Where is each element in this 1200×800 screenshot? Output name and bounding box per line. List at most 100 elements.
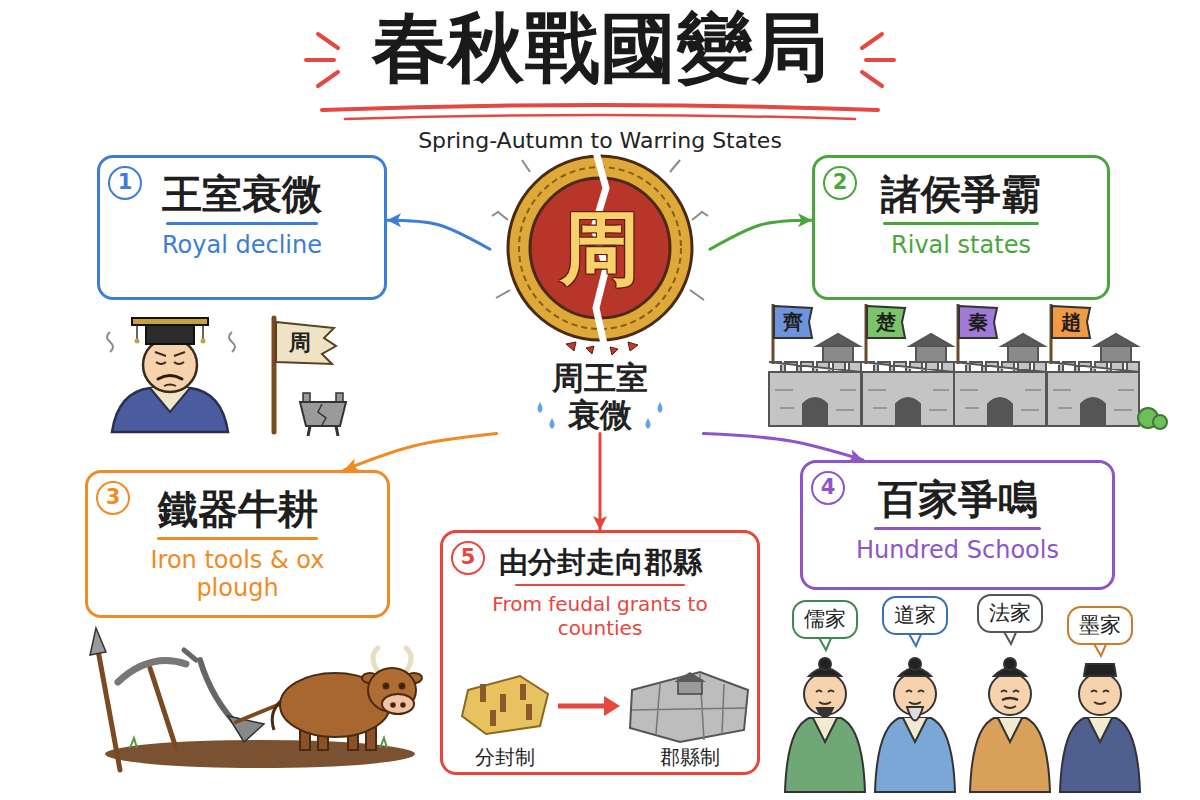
- tear-drops: [550, 418, 555, 429]
- seal-fragments: [566, 342, 576, 351]
- castle: [910, 334, 952, 346]
- king-figure: [155, 352, 166, 356]
- feudal-to-county-sketch: [480, 684, 486, 702]
- feudal-to-county-sketch: [462, 676, 548, 734]
- farm-tools: [98, 650, 120, 770]
- scholar-figures: [785, 658, 1140, 792]
- castle: [868, 390, 949, 410]
- ox-figure: [401, 703, 405, 707]
- scholar: [1004, 706, 1016, 708]
- box-subtitle: Royal decline: [116, 231, 368, 260]
- castle: [775, 390, 856, 410]
- page-title: 春秋戰國變局: [372, 4, 828, 91]
- speech-bubble-text: 道家: [894, 602, 936, 629]
- speech-bubble-text: 墨家: [1079, 612, 1121, 639]
- flag-label: 秦: [968, 310, 988, 334]
- feudal-to-county-sketch: [678, 680, 702, 694]
- seal-fragments: [586, 346, 594, 354]
- ox-figure: [373, 648, 378, 672]
- castle: [774, 306, 812, 338]
- castle: [1053, 390, 1134, 410]
- ox-figure: [406, 648, 411, 672]
- speech-bubble-text: 法家: [989, 600, 1031, 627]
- flag-label: 楚: [876, 310, 896, 334]
- feudal-to-county-sketch: [520, 684, 526, 700]
- heading-underline: [883, 222, 1039, 225]
- title-decoration: [306, 58, 334, 62]
- broken-ding: [308, 426, 310, 436]
- castle: [954, 304, 1046, 426]
- system-label: 郡縣制: [660, 745, 720, 769]
- box-subtitle: Rival states: [831, 231, 1091, 260]
- heading-underline: [515, 584, 684, 587]
- topic-box: 2諸侯爭霸 Rival states: [812, 155, 1110, 300]
- speech-bubble: 法家: [977, 594, 1043, 633]
- king-figure: [143, 338, 197, 392]
- speech-bubble: 儒家: [792, 600, 858, 639]
- farm-tools: [90, 628, 415, 770]
- title-decoration: [862, 34, 882, 48]
- heading-underline: [166, 222, 317, 225]
- subtitle: Spring-Autumn to Warring States: [418, 128, 782, 154]
- king-figure: [164, 385, 176, 387]
- callout-number: 2: [823, 166, 857, 200]
- connector-arrow: [387, 220, 490, 249]
- king-figure: [158, 376, 182, 380]
- title-decoration: [345, 115, 855, 119]
- castle: [896, 398, 920, 426]
- scholar: [1094, 702, 1106, 704]
- title-holder: 春秋戰國變局: [0, 4, 1200, 91]
- box-subtitle: Hundred Schools: [819, 536, 1096, 565]
- callout-number: 3: [96, 481, 130, 515]
- heading-underline: [874, 527, 1040, 530]
- box-heading: 諸侯爭霸: [831, 170, 1091, 218]
- broken-ding: [318, 404, 326, 425]
- ox-figure: [382, 694, 414, 714]
- king-figure: [174, 362, 184, 364]
- crack-line: [492, 212, 508, 220]
- feudal-to-county-sketch: [490, 710, 496, 726]
- scholar: [1002, 698, 1018, 700]
- castle: [817, 334, 859, 346]
- callout-number: 5: [451, 541, 485, 575]
- box-heading: 百家爭鳴: [819, 475, 1096, 523]
- callout-number: 1: [108, 166, 142, 200]
- scholar: [998, 718, 1022, 742]
- king-figure: [202, 325, 204, 340]
- box-heading: 鐵器牛耕: [104, 485, 371, 533]
- castle: [960, 390, 1041, 410]
- scholar: [816, 691, 834, 693]
- castle: [769, 304, 861, 426]
- speech-bubble: 墨家: [1067, 606, 1133, 645]
- seal-character: 周: [490, 150, 710, 346]
- feudal-to-county-sketch: [604, 696, 620, 716]
- title-decoration: [862, 72, 882, 86]
- scholar: [906, 691, 924, 693]
- castle: [1047, 362, 1139, 372]
- scholar: [1088, 718, 1112, 742]
- topic-box: 5由分封走向郡縣From feudal grants to counties: [440, 530, 760, 775]
- box-heading: 由分封走向郡縣: [459, 545, 741, 580]
- king-figure: [174, 352, 185, 356]
- scholar: [819, 702, 831, 704]
- scholar: [1079, 673, 1121, 715]
- castle: [769, 362, 861, 372]
- flag-label: 齊: [783, 310, 803, 334]
- scholar: [909, 658, 921, 670]
- topic-box: 4百家爭鳴Hundred Schools: [800, 460, 1115, 590]
- bubble-tails: [818, 630, 1107, 656]
- broken-ding: [300, 402, 346, 426]
- castle: [1052, 306, 1090, 338]
- scholar: [907, 707, 923, 721]
- scholar: [813, 718, 837, 742]
- feudal-to-county-sketch: [630, 672, 748, 742]
- feudal-to-county-sketch: [462, 672, 748, 742]
- crack-line: [692, 212, 708, 220]
- topic-box: 1王室衰微 Royal decline: [97, 155, 387, 300]
- box-heading: 王室衰微: [116, 170, 368, 218]
- feudal-to-county-sketch: [558, 704, 604, 709]
- scholar: [970, 658, 1050, 792]
- title-decoration: [322, 105, 878, 110]
- feudal-to-county-sketch: [500, 694, 506, 712]
